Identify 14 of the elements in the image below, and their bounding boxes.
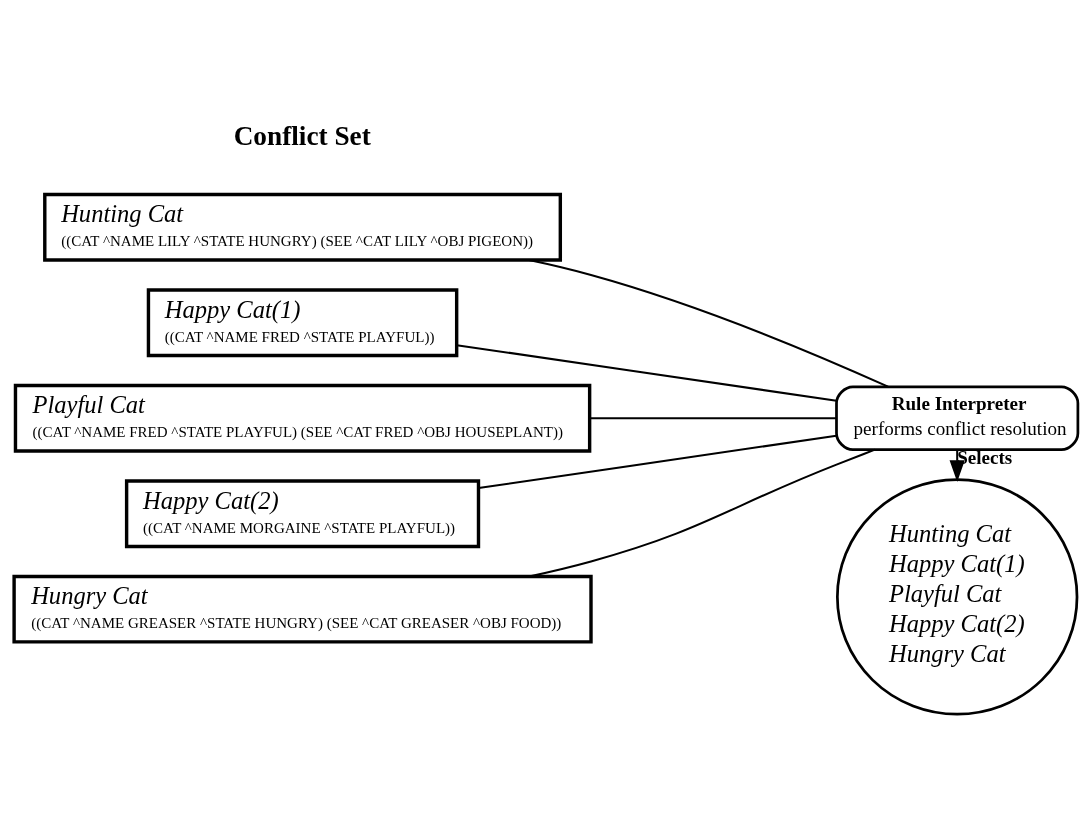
node-box: Rule Interpreter performs conflict resolution bbox=[835, 385, 1080, 451]
connector bbox=[589, 417, 837, 420]
node-box: Happy Cat(1) ((CAT ^NAME FRED ^STATE PLAYFUL)) bbox=[146, 288, 459, 358]
node-box: Hungry Cat ((CAT ^NAME GREASER ^STATE HUNGRY) (SEE ^CAT GREASER ^OBJ FOOD)) bbox=[12, 574, 593, 644]
node-box: Hunting Cat ((CAT ^NAME LILY ^STATE HUNGRY) (SEE ^CAT LILY ^OBJ PIGEON)) bbox=[43, 192, 563, 262]
connector bbox=[456, 344, 837, 402]
connector bbox=[528, 448, 876, 578]
arrow bbox=[949, 450, 965, 483]
node-box: Happy Cat(2) ((CAT ^NAME MORGAINE ^STATE PLAYFUL)) bbox=[124, 479, 481, 549]
connector bbox=[528, 259, 889, 388]
node-circle: Hunting Cat Happy Cat(1) Playful Cat Happy Cat(2) Hungry Cat bbox=[836, 478, 1079, 716]
connector bbox=[478, 434, 837, 490]
node-box: Playful Cat ((CAT ^NAME FRED ^STATE PLAYFUL) (SEE ^CAT FRED ^OBJ HOUSEPLANT)) bbox=[13, 383, 592, 453]
label: Conflict Set bbox=[233, 121, 371, 152]
